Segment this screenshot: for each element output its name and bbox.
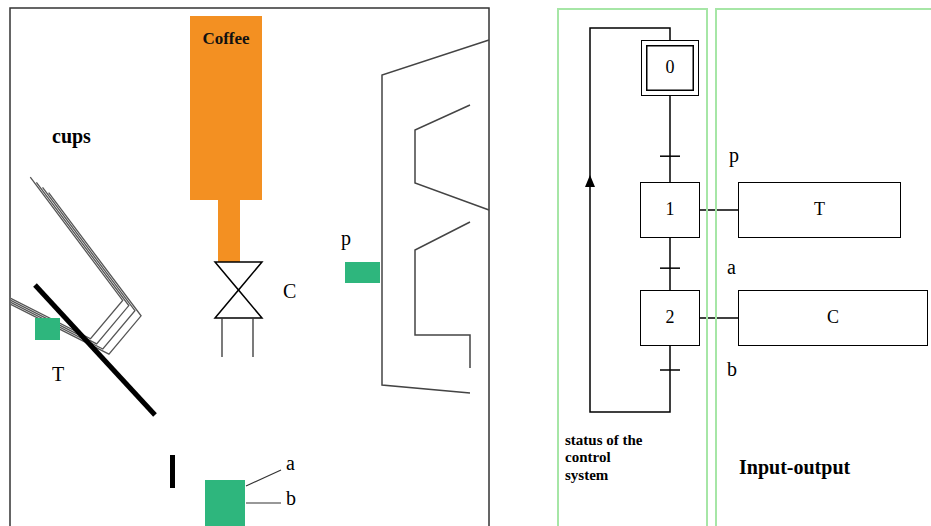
sensor-name: T <box>52 364 64 384</box>
grafcet-link <box>660 238 680 290</box>
tank-label: Coffee <box>202 30 249 49</box>
initial-step: 0 <box>641 40 699 96</box>
machine-outline <box>415 222 470 368</box>
part-name: cups <box>52 126 91 146</box>
leader-line <box>246 502 281 503</box>
box-label: 0 <box>666 58 675 78</box>
machine-outline <box>382 40 489 393</box>
box-label: T <box>814 200 825 220</box>
box-label: C <box>827 308 839 328</box>
panel-title: Input-output <box>739 456 899 479</box>
arrow-head <box>585 175 595 187</box>
tank-neck <box>218 198 240 262</box>
connector-line <box>700 209 738 211</box>
spout-line <box>221 318 222 357</box>
spout-line <box>252 318 253 357</box>
grafcet-link <box>700 318 738 319</box>
cup-sensor <box>35 318 60 340</box>
cup-stack <box>11 177 164 381</box>
machine-outline <box>415 105 489 210</box>
panel-title: status of the control system <box>565 432 647 484</box>
coffee-tank: Coffee <box>190 16 262 200</box>
grafcet-link <box>700 210 738 211</box>
box-label: 2 <box>666 308 675 328</box>
leader-line <box>246 470 281 486</box>
step-box: 1 <box>640 182 700 238</box>
grafcet-link <box>660 96 680 182</box>
presence-sensor <box>345 262 380 283</box>
level-sensor <box>205 480 245 526</box>
valve-symbol <box>215 290 262 318</box>
grafcet-panel: status of the control system 0 1 2 <box>557 8 708 526</box>
connector-line <box>669 96 671 182</box>
connector-line <box>669 238 671 290</box>
box-label: 1 <box>666 200 675 220</box>
action-box: C <box>738 290 928 346</box>
machine-frame <box>10 8 489 526</box>
sensor-name: a <box>286 453 295 473</box>
cup-outline <box>11 187 157 375</box>
transition-tick <box>660 155 680 157</box>
level-bar <box>170 455 175 488</box>
sensor-name: b <box>286 488 296 508</box>
step-box: 2 <box>640 290 700 346</box>
grafcet-panel: Input-output T C <box>715 8 931 526</box>
cup-outline <box>11 182 151 370</box>
connector-line <box>700 317 738 319</box>
transition-tick <box>660 267 680 269</box>
action-box: T <box>738 182 901 238</box>
valve-name: C <box>283 281 296 301</box>
cup-plate <box>35 285 155 415</box>
transition-condition: b <box>727 359 737 379</box>
transition-condition: a <box>727 257 736 277</box>
transition-tick <box>660 369 680 371</box>
valve-symbol <box>215 262 262 290</box>
sensor-name: p <box>341 228 351 248</box>
transition-condition: p <box>729 145 739 165</box>
cup-outline <box>11 177 145 365</box>
